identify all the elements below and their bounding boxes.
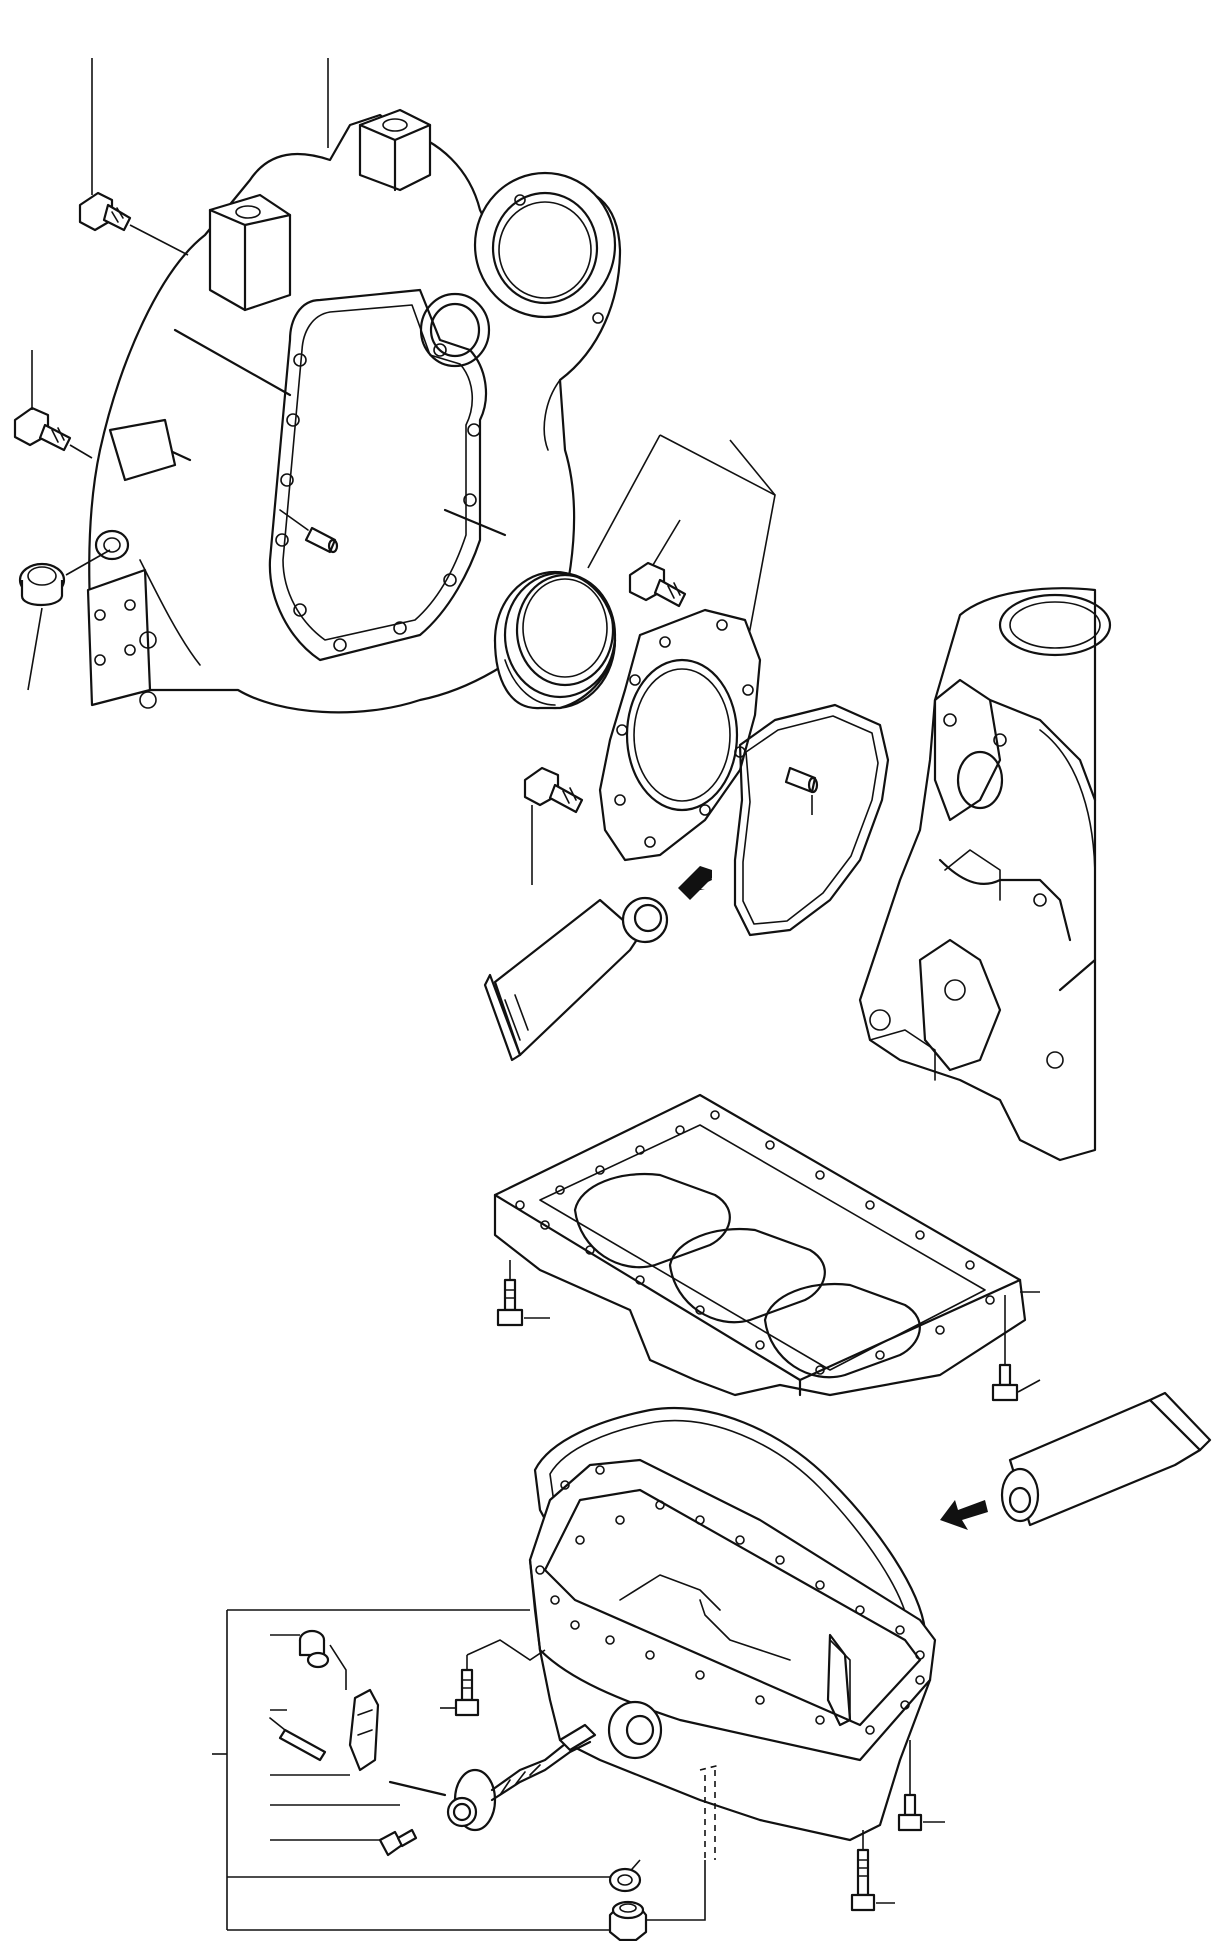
- leader-line: [65, 549, 111, 576]
- drain-washer: [608, 1867, 642, 1893]
- flywheel-housing: [86, 108, 622, 714]
- leader-line: [27, 607, 43, 691]
- sensor-rod: [388, 1780, 447, 1797]
- drain-plug: [608, 1900, 648, 1941]
- oil-pan-adapter: [493, 1093, 1027, 1397]
- pan-bolt-right: [897, 1793, 923, 1832]
- retainer-bolt: [628, 561, 687, 608]
- arrow-lower: [940, 1500, 988, 1530]
- pan-bolt-bottom: [850, 1848, 876, 1912]
- adapter-bolt-left: [496, 1278, 524, 1327]
- sensor-pin: [269, 1717, 327, 1762]
- arrow-upper: [678, 866, 712, 900]
- leader-line: [129, 224, 189, 256]
- small-plug: [298, 1629, 330, 1669]
- sealant-tube-lower: [1000, 1391, 1212, 1527]
- leader-line: [329, 1644, 347, 1690]
- leader-line: [640, 1860, 706, 1921]
- leader-line: [587, 434, 661, 569]
- housing-bolt-side: [13, 406, 72, 452]
- leader-line: [649, 519, 681, 571]
- sensor-clip: [348, 1688, 380, 1772]
- housing-plug: [18, 562, 66, 607]
- rear-seal-retainer: [598, 608, 762, 862]
- retainer-gasket: [733, 703, 890, 937]
- leader-line: [729, 439, 776, 496]
- housing-bolt-top: [78, 191, 132, 232]
- retainer-bolt-lower: [523, 766, 584, 814]
- crankcase-block: [858, 587, 1112, 1162]
- oil-seal: [493, 570, 617, 710]
- leader-line: [1017, 1379, 1041, 1393]
- adapter-bolt-right: [991, 1363, 1019, 1402]
- oil-level-sensor: [446, 1723, 597, 1832]
- pan-bolt-center: [454, 1668, 480, 1717]
- gasket-dowel: [784, 766, 819, 794]
- sealant-tube-upper: [483, 896, 669, 1062]
- dowel-pin: [304, 526, 339, 554]
- leader-line: [69, 444, 93, 459]
- oil-pan: [528, 1458, 937, 1860]
- sensor-bolt: [378, 1828, 418, 1857]
- leader-line: [466, 1639, 546, 1661]
